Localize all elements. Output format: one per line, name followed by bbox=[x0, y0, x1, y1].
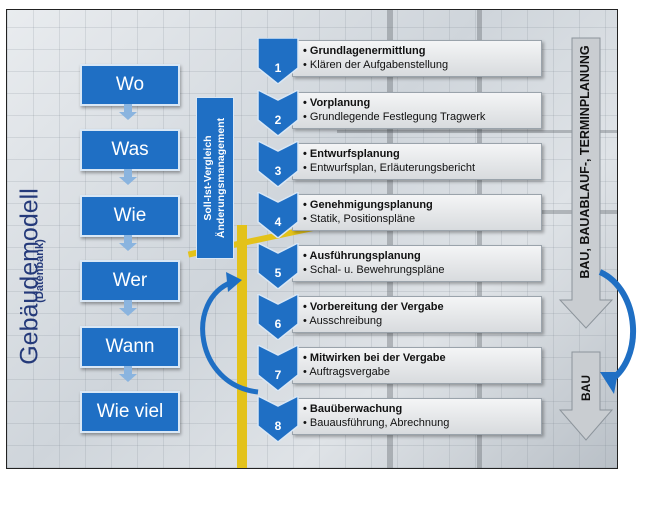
phase-title: • Ausführungsplanung bbox=[303, 250, 421, 262]
phase-box-2: • Vorplanung • Grundlegende Festlegung T… bbox=[292, 92, 542, 129]
phase-desc: • Bauausführung, Abrechnung bbox=[303, 417, 450, 429]
phase-title: • Genehmigungsplanung bbox=[303, 199, 433, 211]
phase-box-6: • Vorbereitung der Vergabe • Ausschreibu… bbox=[292, 296, 542, 333]
question-box-wie-viel: Wie viel bbox=[80, 391, 180, 433]
phase-box-1: • Grundlagenermittlung • Klären der Aufg… bbox=[292, 40, 542, 77]
phase-desc: • Entwurfsplan, Erläuterungsbericht bbox=[303, 162, 476, 174]
question-down-arrow bbox=[119, 169, 137, 185]
phase-chevron-8 bbox=[257, 396, 299, 442]
phase-chevron-2 bbox=[257, 90, 299, 136]
soll-ist-line2: Änderungsmanagement bbox=[215, 117, 227, 239]
phase-chevron-1 bbox=[257, 38, 299, 84]
bg-steel-column bbox=[477, 10, 482, 468]
phase-number-2: 2 bbox=[274, 113, 282, 127]
phase-number-8: 8 bbox=[274, 419, 282, 433]
phase-chevron-3 bbox=[257, 141, 299, 187]
phase-chevron-6 bbox=[257, 294, 299, 340]
short-down-arrow bbox=[558, 351, 614, 441]
bg-steel-column bbox=[387, 10, 393, 468]
right-curved-arrow bbox=[598, 269, 637, 385]
phase-box-8: • Bauüberwachung • Bauausführung, Abrech… bbox=[292, 398, 542, 435]
phase-number-6: 6 bbox=[274, 317, 282, 331]
phase-title: • Vorplanung bbox=[303, 97, 371, 109]
phase-chevron-7 bbox=[257, 345, 299, 391]
phase-box-5: • Ausführungsplanung • Schal- u. Bewehru… bbox=[292, 245, 542, 282]
phase-title: • Bauüberwachung bbox=[303, 403, 403, 415]
right-curved-arrowhead bbox=[600, 372, 618, 394]
phase-desc: • Ausschreibung bbox=[303, 315, 383, 327]
phase-title: • Grundlagenermittlung bbox=[303, 45, 426, 57]
phase-desc: • Grundlegende Festlegung Tragwerk bbox=[303, 111, 486, 123]
question-box-wie: Wie bbox=[80, 195, 180, 237]
phase-title: • Mitwirken bei der Vergabe bbox=[303, 352, 446, 364]
phase-number-7: 7 bbox=[274, 368, 282, 382]
phase-number-5: 5 bbox=[274, 266, 282, 280]
crane-mast bbox=[237, 225, 247, 468]
phase-title: • Vorbereitung der Vergabe bbox=[303, 301, 444, 313]
phase-desc: • Auftragsvergabe bbox=[303, 366, 391, 378]
question-box-wo: Wo bbox=[80, 64, 180, 106]
left-curved-arrow bbox=[200, 279, 259, 395]
phase-box-3: • Entwurfsplanung • Entwurfsplan, Erläut… bbox=[292, 143, 542, 180]
left-curved-arrowhead bbox=[226, 272, 242, 292]
phase-desc: • Statik, Positionspläne bbox=[303, 213, 416, 225]
phase-number-4: 4 bbox=[274, 215, 282, 229]
bau-ablauf-label: BAU, BAUABLAUF-, TERMINPLANUNG bbox=[578, 45, 592, 279]
question-box-wer: Wer bbox=[80, 260, 180, 302]
bg-steel-beam bbox=[337, 130, 617, 133]
phase-title: • Entwurfsplanung bbox=[303, 148, 400, 160]
question-down-arrow bbox=[119, 366, 137, 382]
phase-chevron-5 bbox=[257, 243, 299, 289]
phase-desc: • Schal- u. Bewehrungspläne bbox=[303, 264, 445, 276]
long-down-arrow bbox=[558, 37, 614, 329]
soll-ist-line1: Soll-Ist-Vergleich bbox=[202, 135, 214, 221]
phase-box-7: • Mitwirken bei der Vergabe • Auftragsve… bbox=[292, 347, 542, 384]
question-down-arrow bbox=[119, 104, 137, 120]
question-box-wann: Wann bbox=[80, 326, 180, 368]
bau-label: BAU bbox=[579, 375, 593, 401]
phase-box-4: • Genehmigungsplanung • Statik, Position… bbox=[292, 194, 542, 231]
question-box-was: Was bbox=[80, 129, 180, 171]
question-down-arrow bbox=[119, 235, 137, 251]
soll-ist-label: Soll-Ist-Vergleich Änderungsmanagement bbox=[202, 98, 228, 258]
phase-number-3: 3 bbox=[274, 164, 282, 178]
phase-desc: • Klären der Aufgabenstellung bbox=[303, 59, 449, 71]
question-down-arrow bbox=[119, 300, 137, 316]
phase-chevron-4 bbox=[257, 192, 299, 238]
phase-number-1: 1 bbox=[274, 61, 282, 75]
model-subtitle: (Datenbank) bbox=[34, 239, 46, 303]
soll-ist-box: Soll-Ist-Vergleich Änderungsmanagement bbox=[196, 97, 234, 259]
